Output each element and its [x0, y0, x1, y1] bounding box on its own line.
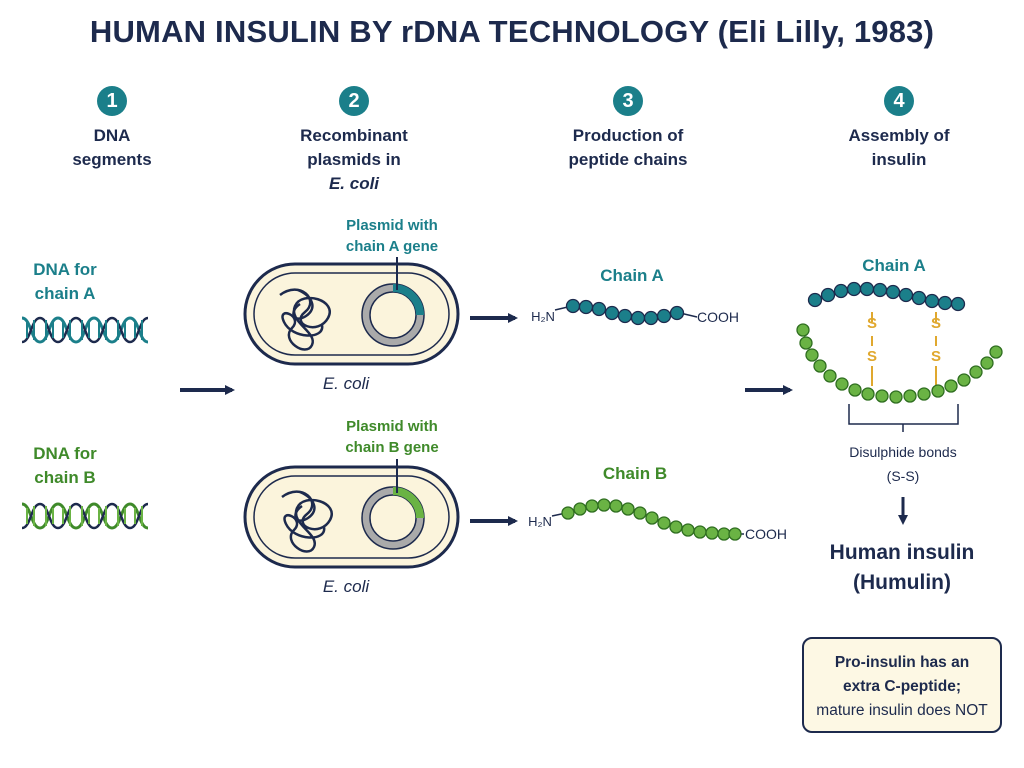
- note-line2: extra C-peptide;: [843, 678, 961, 695]
- step-3-label-line1: Production of: [572, 126, 684, 145]
- chromosome-coil-a: [279, 288, 331, 351]
- step-2-label-line3: E. coli: [328, 174, 380, 193]
- step-1-badge: 1: [97, 86, 127, 116]
- plasmid-b-label: Plasmid with chain B gene: [332, 416, 452, 458]
- assembled-insulin: [796, 281, 1003, 432]
- insulin-chain-b: [796, 323, 1003, 404]
- disulphide-bonds-label-line1: Disulphide bonds: [849, 444, 957, 460]
- chain-b-c-terminus: COOH: [745, 526, 787, 542]
- chain-a-n-terminus: H₂N: [531, 309, 555, 324]
- step-3-label-line2: peptide chains: [568, 150, 688, 169]
- disulphide-bonds-label-line2: (S-S): [886, 468, 920, 484]
- ecoli-label-a: E. coli: [322, 374, 370, 393]
- disulphide-s-3: S: [930, 315, 941, 332]
- ecoli-cell-b: [243, 459, 460, 569]
- dna-chain-b-label: DNA for chain B: [10, 442, 120, 490]
- human-insulin-result: Human insulin (Humulin): [812, 538, 992, 598]
- assembled-chain-a-label: Chain A: [862, 256, 926, 275]
- chromosome-coil-b: [281, 490, 333, 553]
- step-1-label-line1: DNA: [93, 126, 131, 145]
- dna-chain-a-label-line1: DNA for: [33, 260, 97, 279]
- dna-chain-a-label: DNA for chain A: [10, 258, 120, 306]
- dna-chain-b-label-line2: chain B: [34, 468, 96, 487]
- note-line1: Pro-insulin has an: [834, 654, 970, 671]
- ecoli-cell-a: [243, 257, 460, 366]
- peptide-chain-b: [551, 498, 744, 541]
- step-4-label-line1: Assembly of: [848, 126, 950, 145]
- chain-b-n-terminus: H₂N: [528, 514, 552, 529]
- human-insulin-label: Human insulin: [829, 541, 975, 564]
- step-2-badge: 2: [339, 86, 369, 116]
- chain-a-c-terminus: COOH: [697, 309, 739, 325]
- pro-insulin-note: Pro-insulin has an extra C-peptide; matu…: [802, 637, 1002, 733]
- note-line3: mature insulin does NOT: [816, 702, 988, 719]
- step-2-label-line1: Recombinant: [300, 126, 408, 145]
- chain-b-label: Chain B: [602, 464, 668, 483]
- dna-helix-chain-a: [21, 316, 149, 344]
- step-3-badge: 3: [613, 86, 643, 116]
- plasmid-a-label-line1: Plasmid with: [346, 217, 438, 234]
- step-2-label-line2: plasmids in: [307, 150, 401, 169]
- disulphide-bonds-label: Disulphide bonds (S-S): [833, 440, 973, 488]
- chain-a-label: Chain A: [600, 266, 664, 285]
- peptide-chain-a: [554, 298, 698, 326]
- step-4-label-line2: insulin: [871, 150, 927, 169]
- step-3-header: 3 Production of peptide chains: [528, 86, 728, 172]
- disulphide-s-1: S: [866, 315, 877, 332]
- disulphide-s-2: S: [866, 348, 877, 365]
- dna-chain-a-label-line2: chain A: [34, 284, 96, 303]
- plasmid-b-label-line1: Plasmid with: [346, 418, 438, 435]
- step-4-header: 4 Assembly of insulin: [799, 86, 999, 172]
- dna-helix-chain-b: [21, 502, 149, 530]
- step-4-badge: 4: [884, 86, 914, 116]
- humulin-label: (Humulin): [853, 571, 951, 594]
- step-1-label-line2: segments: [72, 150, 152, 169]
- disulphide-bracket: [848, 404, 959, 432]
- diagram-title: HUMAN INSULIN BY rDNA TECHNOLOGY (Eli Li…: [89, 14, 935, 49]
- ecoli-label-b: E. coli: [322, 577, 370, 596]
- insulin-chain-a: [807, 281, 966, 312]
- plasmid-a-label: Plasmid with chain A gene: [332, 215, 452, 257]
- plasmid-b-label-line2: chain B gene: [345, 439, 439, 456]
- disulphide-s-4: S: [930, 348, 941, 365]
- dna-chain-b-label-line1: DNA for: [33, 444, 97, 463]
- step-2-header: 2 Recombinant plasmids in E. coli: [254, 86, 454, 196]
- plasmid-a-label-line2: chain A gene: [345, 238, 439, 255]
- step-1-header: 1 DNA segments: [12, 86, 212, 172]
